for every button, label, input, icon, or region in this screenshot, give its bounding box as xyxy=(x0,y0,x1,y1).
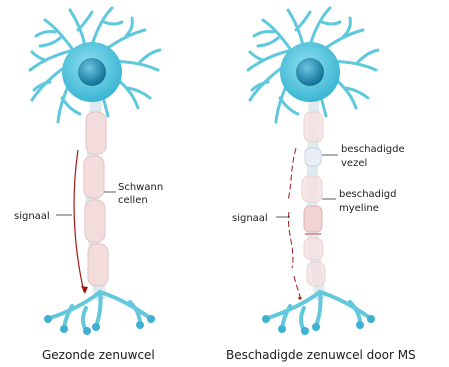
myelin-label-line2: myeline xyxy=(339,203,379,214)
axon-terminals-right xyxy=(268,292,370,330)
fiber-label-line1: beschadigde xyxy=(341,144,405,155)
fiber-label-line2: vezel xyxy=(341,158,367,169)
axon-terminals xyxy=(50,292,150,330)
healthy-neuron: signaal Schwann cellen Gezonde zenuwcel xyxy=(14,8,163,362)
signal-arrowhead xyxy=(81,286,88,294)
caption-damaged: Beschadigde zenuwcel door MS xyxy=(226,348,416,362)
damaged-neuron: signaal beschadigde vezel beschadigd mye… xyxy=(226,8,416,362)
signal-line-broken xyxy=(288,148,300,296)
schwann-label-line2: cellen xyxy=(118,195,148,206)
signal-label-right: signaal xyxy=(232,213,268,224)
myelin-label-line1: beschadigd xyxy=(339,189,397,200)
signal-line xyxy=(74,150,84,292)
schwann-label-line1: Schwann xyxy=(118,182,163,193)
nucleus-right xyxy=(296,58,324,86)
signal-label-left: signaal xyxy=(14,211,50,222)
damaged-myelin xyxy=(302,112,325,286)
nucleus xyxy=(78,58,106,86)
caption-healthy: Gezonde zenuwcel xyxy=(42,348,155,362)
